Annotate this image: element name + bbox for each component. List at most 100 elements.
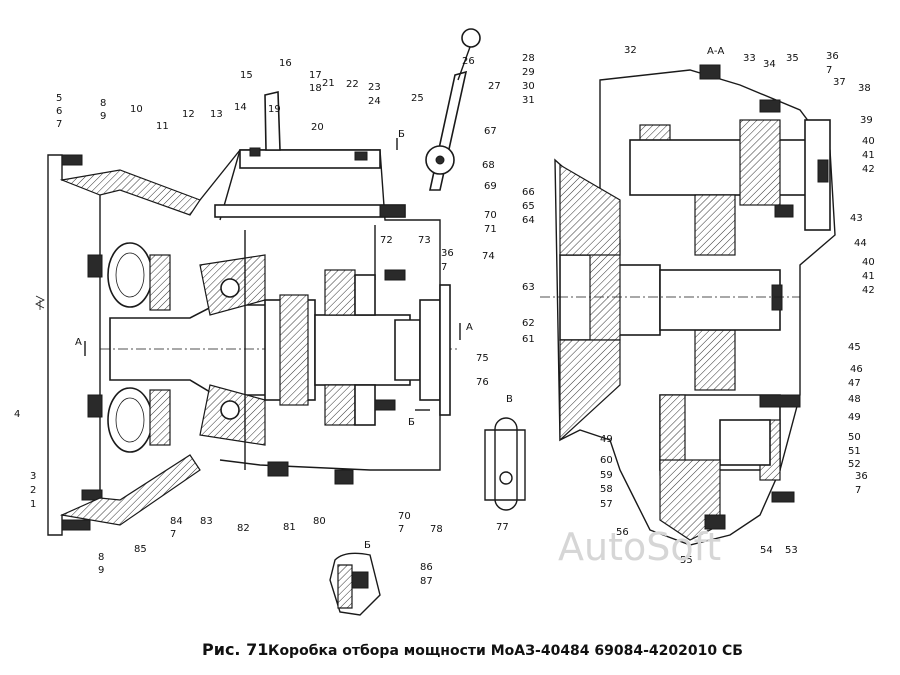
left-callout-9: 9 (98, 565, 104, 576)
right-callout-64: 64 (522, 215, 535, 226)
right-callout-51: 51 (848, 446, 861, 457)
right-callout-61: 61 (522, 334, 535, 345)
left-callout-19: 19 (268, 104, 281, 115)
left-callout-20: 20 (311, 122, 324, 133)
figure-title: Коробка отбора мощности МоАЗ-40484 69084… (268, 643, 743, 659)
left-callout-18: 18 (309, 83, 322, 94)
right-callout-30: 30 (522, 81, 535, 92)
right-callout-47: 47 (848, 378, 861, 389)
left-callout-73: 73 (418, 235, 431, 246)
right-callout-36: 36 (855, 471, 868, 482)
section-aa-title: А-А (707, 46, 724, 57)
left-callout-68: 68 (482, 160, 495, 171)
left-callout-81: 81 (283, 522, 296, 533)
left-callout-5: 5 (56, 93, 62, 104)
view-v-marker: В (506, 394, 513, 405)
right-callout-39: 39 (860, 115, 873, 126)
right-callout-55: 55 (680, 555, 693, 566)
left-callout-7: 7 (56, 119, 62, 130)
left-callout-3: 3 (30, 471, 36, 482)
left-callout-23: 23 (368, 82, 381, 93)
right-callout-33: 33 (743, 53, 756, 64)
right-callout-50: 50 (848, 432, 861, 443)
left-callout-70: 70 (484, 210, 497, 221)
left-callout-77: 77 (496, 522, 509, 533)
right-callout-53: 53 (785, 545, 798, 556)
right-callout-40: 40 (862, 257, 875, 268)
left-callout-8: 8 (98, 552, 104, 563)
left-callout-13: 13 (210, 109, 223, 120)
left-callout-7: 7 (441, 262, 447, 273)
left-callout-7: 7 (170, 529, 176, 540)
section-a-marker-left: А (75, 337, 82, 348)
section-b-marker-top: Б (398, 129, 405, 140)
left-callout-85: 85 (134, 544, 147, 555)
left-callout-72: 72 (380, 235, 393, 246)
right-callout-54: 54 (760, 545, 773, 556)
watermark: AutoSoft (558, 525, 721, 569)
right-callout-38: 38 (858, 83, 871, 94)
left-callout-76: 76 (476, 377, 489, 388)
right-callout-44: 44 (854, 238, 867, 249)
left-callout-6: 6 (56, 106, 62, 117)
right-callout-36: 36 (826, 51, 839, 62)
right-callout-7: 7 (855, 485, 861, 496)
left-callout-67: 67 (484, 126, 497, 137)
right-callout-40: 40 (862, 136, 875, 147)
right-section-view (540, 64, 836, 546)
right-callout-46: 46 (850, 364, 863, 375)
left-callout-1: 1 (30, 499, 36, 510)
left-callout-71: 71 (484, 224, 497, 235)
left-callout-69: 69 (484, 181, 497, 192)
left-callout-14: 14 (234, 102, 247, 113)
left-callout-74: 74 (482, 251, 495, 262)
right-callout-66: 66 (522, 187, 535, 198)
left-callout-17: 17 (309, 70, 322, 81)
left-callout-24: 24 (368, 96, 381, 107)
right-callout-57: 57 (600, 499, 613, 510)
right-callout-49: 49 (848, 412, 861, 423)
left-callout-70: 70 (398, 511, 411, 522)
right-callout-43: 43 (850, 213, 863, 224)
right-callout-58: 58 (600, 484, 613, 495)
section-a-marker-right: А (466, 322, 473, 333)
right-callout-35: 35 (786, 53, 799, 64)
left-callout-10: 10 (130, 104, 143, 115)
left-callout-36: 36 (441, 248, 454, 259)
left-callout-7: 7 (398, 524, 404, 535)
right-callout-45: 45 (848, 342, 861, 353)
left-callout-12: 12 (182, 109, 195, 120)
left-callout-22: 22 (346, 79, 359, 90)
left-callout-75: 75 (476, 353, 489, 364)
right-callout-56: 56 (616, 527, 629, 538)
right-callout-29: 29 (522, 67, 535, 78)
left-callout-84: 84 (170, 516, 183, 527)
right-callout-41: 41 (862, 150, 875, 161)
right-callout-41: 41 (862, 271, 875, 282)
right-callout-49: 49 (600, 434, 613, 445)
right-callout-48: 48 (848, 394, 861, 405)
right-callout-31: 31 (522, 95, 535, 106)
figure-number: Рис. 71 (202, 640, 268, 659)
right-callout-63: 63 (522, 282, 535, 293)
right-callout-65: 65 (522, 201, 535, 212)
left-callout-21: 21 (322, 78, 335, 89)
left-callout-15: 15 (240, 70, 253, 81)
left-callout-25: 25 (411, 93, 424, 104)
left-callout-80: 80 (313, 516, 326, 527)
left-section-view (35, 28, 526, 616)
left-callout-16: 16 (279, 58, 292, 69)
left-callout-83: 83 (200, 516, 213, 527)
left-callout-27: 27 (488, 81, 501, 92)
right-callout-42: 42 (862, 164, 875, 175)
left-callout-78: 78 (430, 524, 443, 535)
right-callout-7: 7 (826, 65, 832, 76)
section-b-marker-bottom: Б (408, 417, 415, 428)
left-callout-9: 9 (100, 111, 106, 122)
left-callout-86: 86 (420, 562, 433, 573)
right-callout-59: 59 (600, 470, 613, 481)
left-callout-82: 82 (237, 523, 250, 534)
left-callout-26: 26 (462, 56, 475, 67)
